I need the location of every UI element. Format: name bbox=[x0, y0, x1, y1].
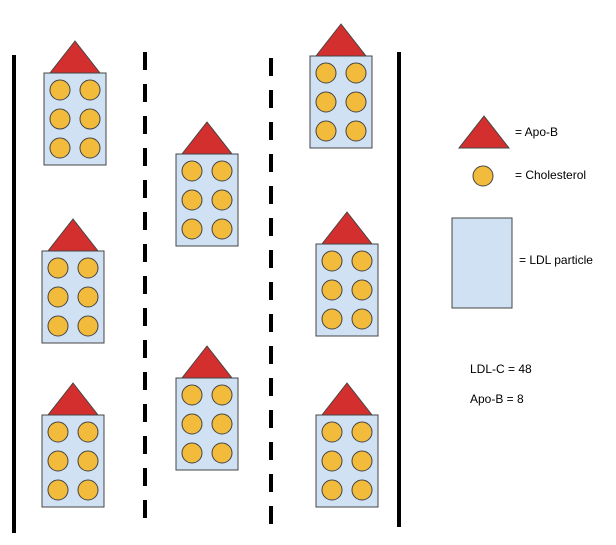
cholesterol-circle bbox=[211, 189, 233, 211]
cholesterol-circle bbox=[321, 421, 343, 443]
cholesterol-circle bbox=[351, 479, 373, 501]
cholesterol-circle bbox=[77, 479, 99, 501]
cholesterol-circle bbox=[47, 421, 69, 443]
apo-b-triangle bbox=[46, 382, 100, 416]
cholesterol-circle bbox=[181, 189, 203, 211]
cholesterol-circle bbox=[181, 218, 203, 240]
cholesterol-circle bbox=[47, 257, 69, 279]
cholesterol-circle bbox=[79, 79, 101, 101]
apo-b-triangle bbox=[320, 211, 374, 245]
cholesterol-circle bbox=[77, 315, 99, 337]
cholesterol-circle bbox=[321, 279, 343, 301]
cholesterol-circle bbox=[181, 384, 203, 406]
ldl-c-stat: LDL-C = 48 bbox=[470, 362, 532, 376]
legend-label-ldl-particle: = LDL particle bbox=[519, 253, 593, 267]
cholesterol-circle bbox=[351, 279, 373, 301]
cholesterol-circle bbox=[345, 91, 367, 113]
cholesterol-circle bbox=[79, 108, 101, 130]
cholesterol-circle bbox=[79, 137, 101, 159]
cholesterol-circle bbox=[321, 479, 343, 501]
cholesterol-circle bbox=[321, 250, 343, 272]
ldl-particle bbox=[175, 121, 239, 247]
cholesterol-circle bbox=[211, 384, 233, 406]
cholesterol-circle bbox=[77, 450, 99, 472]
apo-b-triangle bbox=[314, 23, 368, 57]
ldl-particles bbox=[41, 23, 379, 508]
cholesterol-circle bbox=[345, 62, 367, 84]
ldl-particle bbox=[41, 218, 105, 344]
ldl-particle bbox=[41, 382, 105, 508]
ldl-particle bbox=[315, 382, 379, 508]
ldl-particle bbox=[175, 345, 239, 471]
apo-b-stat: Apo-B = 8 bbox=[470, 392, 524, 406]
ldl-particle-rect-icon bbox=[451, 217, 513, 309]
cholesterol-circle bbox=[211, 413, 233, 435]
cholesterol-circle bbox=[49, 79, 71, 101]
cholesterol-circle bbox=[351, 250, 373, 272]
apo-b-triangle bbox=[48, 40, 102, 74]
cholesterol-circle bbox=[351, 421, 373, 443]
cholesterol-circle bbox=[77, 421, 99, 443]
cholesterol-circle bbox=[49, 137, 71, 159]
cholesterol-circle bbox=[211, 442, 233, 464]
cholesterol-circle bbox=[315, 62, 337, 84]
apo-b-triangle bbox=[320, 382, 374, 416]
cholesterol-circle bbox=[211, 160, 233, 182]
cholesterol-circle bbox=[181, 413, 203, 435]
ldl-particle bbox=[43, 40, 107, 166]
cholesterol-circle bbox=[181, 160, 203, 182]
apo-b-triangle bbox=[180, 121, 234, 155]
cholesterol-circle bbox=[49, 108, 71, 130]
ldl-particle bbox=[315, 211, 379, 337]
cholesterol-circle bbox=[181, 442, 203, 464]
cholesterol-circle bbox=[351, 450, 373, 472]
legend-label-apo-b: = Apo-B bbox=[515, 125, 559, 139]
cholesterol-circle bbox=[315, 120, 337, 142]
cholesterol-circle bbox=[321, 450, 343, 472]
cholesterol-circle bbox=[47, 315, 69, 337]
ldl-particle bbox=[309, 23, 373, 149]
apo-b-triangle-icon bbox=[457, 115, 511, 149]
cholesterol-circle bbox=[47, 286, 69, 308]
cholesterol-circle bbox=[47, 450, 69, 472]
cholesterol-circle bbox=[77, 286, 99, 308]
cholesterol-circle bbox=[351, 308, 373, 330]
cholesterol-circle bbox=[211, 218, 233, 240]
apo-b-triangle bbox=[46, 218, 100, 252]
cholesterol-circle bbox=[315, 91, 337, 113]
lane-lines bbox=[12, 52, 401, 533]
legend-icons bbox=[451, 115, 513, 309]
cholesterol-circle bbox=[345, 120, 367, 142]
cholesterol-circle bbox=[321, 308, 343, 330]
cholesterol-circle-icon bbox=[472, 165, 494, 187]
cholesterol-circle bbox=[47, 479, 69, 501]
cholesterol-circle bbox=[77, 257, 99, 279]
legend-label-cholesterol: = Cholesterol bbox=[515, 168, 587, 182]
apo-b-triangle bbox=[180, 345, 234, 379]
